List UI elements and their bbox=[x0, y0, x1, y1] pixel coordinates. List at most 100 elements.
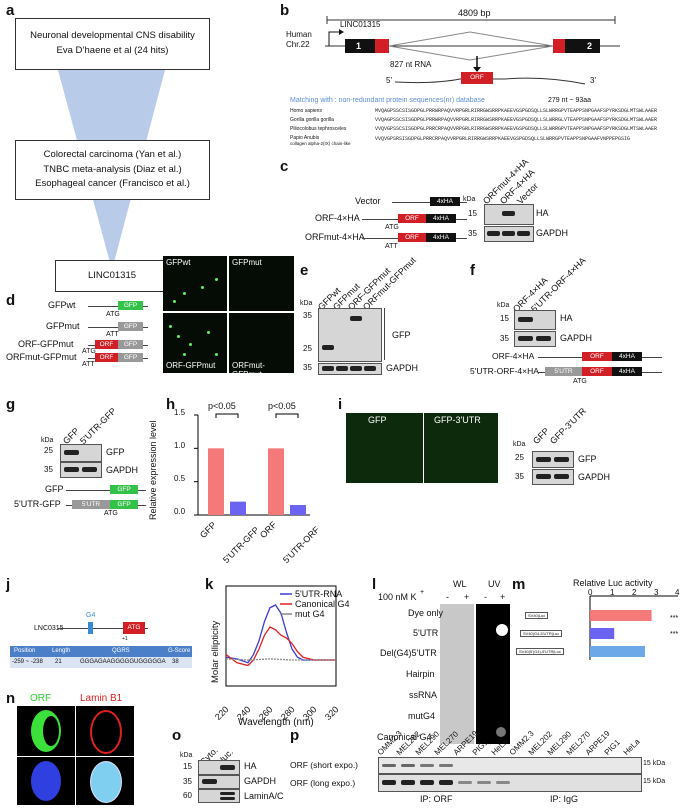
d-att-2: ATT bbox=[106, 331, 119, 338]
j-c3: GGGAGAAGGGGGUGGGGGA bbox=[80, 659, 166, 665]
m-construct-1: SV40|Luc bbox=[525, 612, 549, 619]
h-ytick-2: 1.0 bbox=[174, 441, 186, 450]
o-blot-gapdh bbox=[198, 775, 240, 789]
d-row-3: ORF-GFPmut bbox=[18, 339, 74, 349]
d-att-4: ATT bbox=[82, 361, 95, 368]
j-g4-mark bbox=[88, 622, 93, 634]
h-ytick-0: 0.0 bbox=[174, 507, 186, 516]
d-row-2: GFPmut bbox=[46, 321, 80, 331]
l-row-4: Hairpin bbox=[406, 669, 435, 679]
svg-text:***: *** bbox=[670, 631, 678, 638]
m-xtick-3: 3 bbox=[654, 588, 659, 597]
e-blot-gapdh bbox=[318, 363, 382, 375]
l-sign-4: + bbox=[500, 592, 506, 602]
p-blot-long bbox=[378, 774, 642, 792]
l-kplus: 100 nM K bbox=[378, 592, 417, 602]
j-line bbox=[58, 628, 148, 629]
panel-label-f: f bbox=[470, 262, 475, 279]
g-m2: 35 bbox=[44, 465, 53, 474]
k-legend-2: Canonical G4 bbox=[295, 599, 350, 609]
o-m3: 60 bbox=[183, 791, 192, 800]
seq-3: VVQVGPSSCSISGDPGLPRRCRPAQVVRPGRLRIRRGWSR… bbox=[375, 126, 658, 132]
box1-line1: Neuronal developmental CNS disability bbox=[30, 30, 195, 42]
human-label: Human bbox=[286, 30, 312, 39]
o-m1: 15 bbox=[183, 762, 192, 771]
seq-4: VVQVGPSRSISGDPGLPRRCRPAQVVRPGRLRIRRGWSRR… bbox=[375, 136, 631, 142]
species-4: Papio Anubis bbox=[290, 135, 320, 141]
c-m2: 35 bbox=[468, 229, 477, 238]
panel-label-h: h bbox=[166, 396, 176, 413]
m-xtick-1: 1 bbox=[610, 588, 615, 597]
d-image-gfpwt: GFPwt bbox=[163, 256, 227, 311]
g-band-gfp bbox=[64, 450, 79, 455]
box2-line2: TNBC meta-analysis (Diaz et al.) bbox=[43, 163, 182, 175]
l-uv-spot-5utr bbox=[496, 624, 508, 636]
five-prime: 5' bbox=[386, 76, 392, 85]
panel-label-l: l bbox=[372, 576, 377, 593]
c-b1: HA bbox=[536, 208, 549, 218]
e-kda: kDa bbox=[300, 300, 313, 307]
box2-line3: Esophageal cancer (Francisco et al.) bbox=[35, 178, 190, 190]
k-xlabel: Wavelength (nm) bbox=[238, 717, 314, 728]
f-tag-1: 4xHA bbox=[612, 352, 642, 361]
g-b2: GAPDH bbox=[106, 465, 139, 475]
panel-label-p: p bbox=[290, 727, 300, 744]
svg-text:***: *** bbox=[670, 615, 678, 622]
n-image-laminb1 bbox=[76, 706, 134, 756]
d-orf-4: ORF bbox=[95, 353, 118, 362]
panel-label-a: a bbox=[6, 2, 15, 19]
f-tag-2: 4xHA bbox=[612, 367, 642, 376]
f-row-1: ORF-4×HA bbox=[492, 351, 535, 361]
panel-label-m: m bbox=[512, 576, 526, 593]
p-blot-short bbox=[378, 757, 642, 774]
p-lane-lanes_b-6: HeLa bbox=[621, 737, 642, 757]
d-img-label-1: GFPwt bbox=[166, 258, 191, 267]
d-gfp-3: GFP bbox=[118, 340, 143, 349]
k-series-2 bbox=[225, 658, 336, 661]
panel-label-c: c bbox=[280, 158, 289, 175]
d-atg-3: ATG bbox=[82, 348, 96, 355]
g-kda: kDa bbox=[41, 437, 54, 444]
e-m2: 25 bbox=[303, 344, 312, 353]
l-row-2: 5'UTR bbox=[413, 628, 439, 638]
i-img-label-1: GFP bbox=[368, 415, 387, 425]
k-series-1 bbox=[225, 626, 336, 667]
p-kda-2: 15 kDa bbox=[643, 778, 666, 785]
panel-label-n: n bbox=[6, 690, 16, 707]
g-blot-gfp bbox=[60, 444, 102, 462]
f-row-2: 5'UTR-ORF-4×HA bbox=[470, 366, 539, 376]
n-label-laminb1: Lamin B1 bbox=[80, 693, 123, 704]
m-bar-0 bbox=[590, 610, 652, 621]
matching-db: Matching with : non-redundant protein se… bbox=[290, 97, 485, 104]
o-b2: GAPDH bbox=[244, 776, 277, 786]
box3-text: LINC01315 bbox=[87, 269, 137, 281]
panel-label-g: g bbox=[6, 396, 16, 413]
chr-label: Chr.22 bbox=[286, 40, 310, 49]
f-band-ha bbox=[518, 317, 533, 322]
box2-line1: Colorectal carcinoma (Yan et al.) bbox=[43, 148, 182, 160]
d-row-4: ORFmut-GFPmut bbox=[6, 352, 77, 362]
f-blot-gapdh bbox=[514, 331, 556, 347]
d-img-label-4: ORFmut-GFPmut bbox=[232, 361, 265, 379]
c-band-gapdh-2 bbox=[502, 231, 515, 236]
n-label-orf: ORF bbox=[30, 693, 52, 704]
f-b2: GAPDH bbox=[560, 333, 593, 343]
species-4b: collagen alpha-2(IX) chain-like bbox=[290, 141, 351, 146]
panel-label-d: d bbox=[6, 292, 16, 309]
d-img-label-2: GFPmut bbox=[232, 258, 262, 267]
p-row-2: ORF (long expo.) bbox=[290, 778, 356, 788]
l-sign-2: + bbox=[464, 592, 470, 602]
g-gfp-2: GFP bbox=[110, 500, 138, 509]
n-image-orf bbox=[17, 706, 75, 756]
d-row-1: GFPwt bbox=[48, 300, 76, 310]
m-construct-2: SV40|G4-5'UTR|Luc bbox=[520, 630, 563, 637]
j-c2: 21 bbox=[55, 659, 62, 665]
o-blot-ha bbox=[198, 760, 240, 775]
c-orf-3: ORF bbox=[398, 233, 426, 242]
c-atg: ATG bbox=[385, 224, 399, 231]
box1-line2: Eva D’haene et al (24 hits) bbox=[56, 45, 169, 56]
j-table-header bbox=[10, 646, 192, 657]
g-row-2: 5'UTR-GFP bbox=[14, 499, 61, 509]
j-h3: QGRS bbox=[112, 648, 130, 654]
i-b1: GFP bbox=[578, 454, 597, 464]
